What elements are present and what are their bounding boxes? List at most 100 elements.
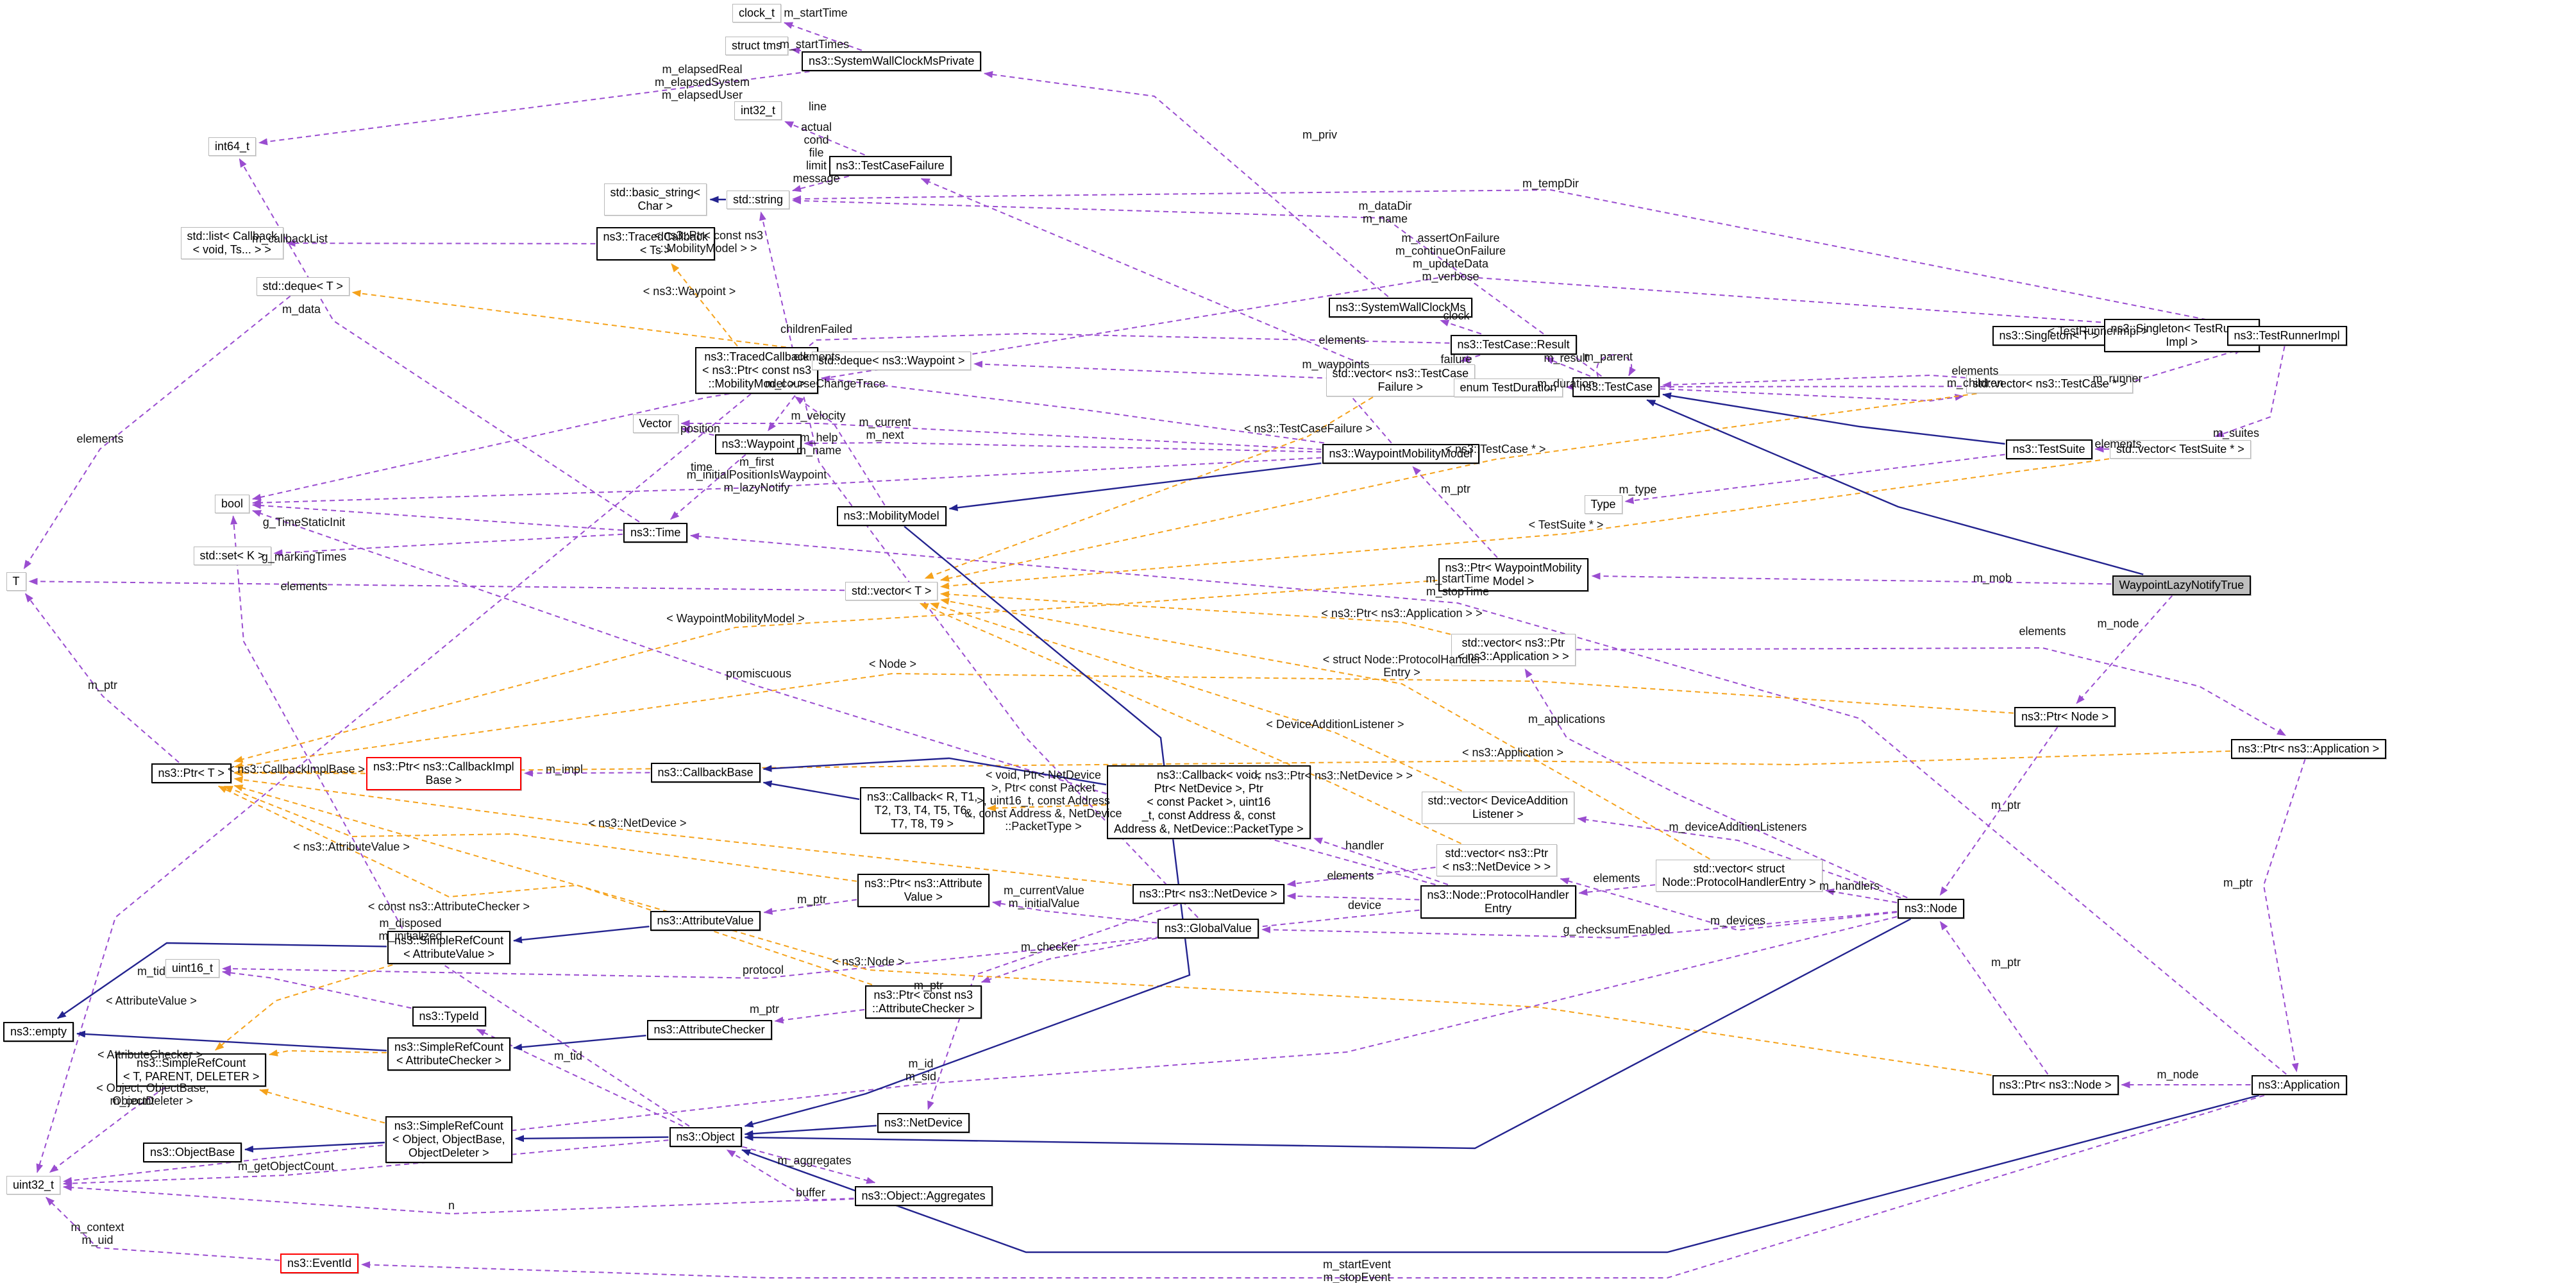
class-node-std_string[interactable]: std::string xyxy=(727,190,790,209)
class-node-src_tpd[interactable]: ns3::SimpleRefCount< T, PARENT, DELETER … xyxy=(116,1053,267,1087)
class-node-vec[interactable]: Vector xyxy=(632,414,678,433)
class-node-time[interactable]: ns3::Time xyxy=(623,522,688,543)
class-node-singleton_T[interactable]: ns3::Singleton< T > xyxy=(1992,325,2106,346)
class-node-vec_app[interactable]: std::vector< ns3::Ptr< ns3::Application … xyxy=(1451,634,1576,666)
class-node-src_obj[interactable]: ns3::SimpleRefCount< Object, ObjectBase,… xyxy=(385,1116,512,1163)
class-label-line: ns3::SimpleRefCount xyxy=(394,1041,504,1053)
class-node-testcase[interactable]: ns3::TestCase xyxy=(1572,377,1660,397)
class-node-aggregates[interactable]: ns3::Object::Aggregates xyxy=(854,1185,993,1206)
class-node-cbbase[interactable]: ns3::CallbackBase xyxy=(650,762,761,783)
edge-label-testcasefailure-int32_t: line xyxy=(808,100,827,113)
class-node-vec_tc[interactable]: std::vector< ns3::TestCase * > xyxy=(1966,374,2134,393)
edge-member-node-vec_nd xyxy=(1560,878,1898,931)
class-node-deque_T[interactable]: std::deque< T > xyxy=(256,276,349,296)
class-label-line: ns3::Node::ProtocolHandler xyxy=(1427,888,1569,901)
class-node-std_list[interactable]: std::list< Callback< void, Ts... > > xyxy=(180,227,284,259)
class-label-line: < ns3::Application > > xyxy=(1458,650,1569,663)
class-label-line: bool xyxy=(221,497,244,510)
class-node-netdev[interactable]: ns3::NetDevice xyxy=(877,1112,970,1133)
main-class-node-wlnt[interactable]: WaypointLazyNotifyTrue xyxy=(2112,575,2252,595)
class-node-typeid[interactable]: ns3::TypeId xyxy=(412,1006,486,1026)
class-node-gv[interactable]: ns3::GlobalValue xyxy=(1158,918,1259,939)
class-label-line: std::basic_string< xyxy=(610,186,701,199)
class-node-eventid[interactable]: ns3::EventId xyxy=(280,1253,359,1273)
class-node-tracedcb_mob[interactable]: ns3::TracedCallback< ns3::Ptr< const ns3… xyxy=(695,346,819,394)
edge-label-tri-vec_ts: m_suites xyxy=(2212,427,2260,439)
class-node-uint32[interactable]: uint32_t xyxy=(6,1175,61,1194)
class-node-ptr_cac[interactable]: ns3::Ptr< const ns3::AttributeChecker > xyxy=(865,985,982,1019)
edge-label-swcmp-struct_tms: m_startTimes xyxy=(779,38,850,51)
class-node-uint16[interactable]: uint16_t xyxy=(165,958,220,978)
class-node-clock_t[interactable]: clock_t xyxy=(732,3,782,22)
class-node-ptr_T[interactable]: ns3::Ptr< T > xyxy=(151,763,232,783)
class-node-ptr_nd[interactable]: ns3::Ptr< ns3::NetDevice > xyxy=(1132,883,1284,904)
class-label-line: ns3::Ptr< ns3::NetDevice > xyxy=(1139,887,1277,900)
class-node-vec_T[interactable]: std::vector< T > xyxy=(845,581,938,600)
class-node-application[interactable]: ns3::Application xyxy=(2251,1075,2347,1095)
class-label-line: std::vector< ns3::Ptr xyxy=(1445,847,1549,860)
edge-inherit-wlnt-testcase xyxy=(1646,399,2144,575)
edge-member-testcase-vec_tc xyxy=(1660,388,1964,402)
edge-member-ptr_node_l-node xyxy=(1939,921,2049,1075)
class-node-av[interactable]: ns3::AttributeValue xyxy=(650,910,761,931)
class-node-tracedcb_ts[interactable]: ns3::TracedCallback< Ts > xyxy=(596,227,715,260)
class-label-line: ns3::empty xyxy=(10,1024,67,1038)
class-node-T[interactable]: T xyxy=(6,572,26,591)
class-node-node[interactable]: ns3::Node xyxy=(1898,898,1965,919)
class-node-src_ac[interactable]: ns3::SimpleRefCount< AttributeChecker > xyxy=(387,1037,511,1071)
class-node-ptr_node_l[interactable]: ns3::Ptr< ns3::Node > xyxy=(1992,1075,2119,1095)
class-node-testcasefailure[interactable]: ns3::TestCaseFailure xyxy=(829,155,952,176)
class-node-deque_wp[interactable]: std::deque< ns3::Waypoint > xyxy=(812,351,972,370)
class-label-line: ns3::NetDevice xyxy=(884,1116,963,1129)
edge-label-ptr_node_l-ptr_T: < ns3::Node > xyxy=(832,955,905,968)
class-node-vec_ts[interactable]: std::vector< TestSuite * > xyxy=(2110,439,2251,459)
class-node-std_set[interactable]: std::set< K > xyxy=(193,546,271,565)
class-node-mm[interactable]: ns3::MobilityModel xyxy=(836,506,947,526)
class-node-testsuite[interactable]: ns3::TestSuite xyxy=(2005,439,2092,459)
class-label-line: Char > xyxy=(637,200,673,212)
class-node-wmm[interactable]: ns3::WaypointMobilityModel xyxy=(1322,443,1479,464)
class-node-cb_r[interactable]: ns3::Callback< R, T1,T2, T3, T4, T5, T6,… xyxy=(860,786,985,834)
edge-member-gv-std_string xyxy=(759,211,1199,919)
class-label-line: ns3::AttributeValue xyxy=(657,913,754,927)
edge-inherit-ac-src_ac xyxy=(513,1035,646,1051)
class-node-enum_td[interactable]: enum TestDuration xyxy=(1453,378,1563,397)
class-node-object[interactable]: ns3::Object xyxy=(669,1126,742,1147)
class-node-bool[interactable]: bool xyxy=(215,494,250,513)
class-label-line: int32_t xyxy=(741,103,776,117)
class-node-basic_string[interactable]: std::basic_string<Char > xyxy=(603,183,707,216)
class-node-empty[interactable]: ns3::empty xyxy=(3,1021,74,1042)
class-node-int32_t[interactable]: int32_t xyxy=(734,101,782,120)
class-node-vec_nd[interactable]: std::vector< ns3::Ptr< ns3::NetDevice > … xyxy=(1436,844,1558,876)
class-node-cb_void[interactable]: ns3::Callback< void,Ptr< NetDevice >, Pt… xyxy=(1107,765,1311,839)
class-node-waypoint[interactable]: ns3::Waypoint xyxy=(714,434,802,454)
edge-member-phe-bool xyxy=(252,510,1436,885)
class-node-ptr_app[interactable]: ns3::Ptr< ns3::Application > xyxy=(2231,738,2387,759)
class-node-src_av[interactable]: ns3::SimpleRefCount< AttributeValue > xyxy=(387,931,511,964)
class-node-objbase[interactable]: ns3::ObjectBase xyxy=(143,1142,242,1162)
class-node-tc_result[interactable]: ns3::TestCase::Result xyxy=(1450,334,1577,355)
edge-inherit-netdev-object xyxy=(744,1125,877,1137)
class-node-swcm[interactable]: ns3::SystemWallClockMs xyxy=(1329,297,1473,318)
class-node-ac[interactable]: ns3::AttributeChecker xyxy=(646,1019,772,1040)
class-node-int64_t[interactable]: int64_t xyxy=(208,137,257,156)
class-node-swcmp[interactable]: ns3::SystemWallClockMsPrivate xyxy=(802,51,982,71)
class-node-tri[interactable]: ns3::TestRunnerImpl xyxy=(2227,325,2347,346)
class-node-ptr_node_u[interactable]: ns3::Ptr< Node > xyxy=(2014,706,2116,727)
class-node-struct_tms[interactable]: struct tms xyxy=(725,36,789,55)
edge-label-ptr_nd-ptr_T: < ns3::NetDevice > xyxy=(588,817,687,829)
class-label-line: WaypointLazyNotifyTrue xyxy=(2119,578,2244,591)
class-node-type[interactable]: Type xyxy=(1584,495,1622,514)
class-label-line: Node::ProtocolHandlerEntry > xyxy=(1662,876,1816,888)
class-label-line: ns3::Application xyxy=(2258,1078,2340,1091)
edge-template-src_obj-src_tpd xyxy=(259,1089,385,1124)
edge-label-phe-cb_void: handler xyxy=(1345,839,1385,852)
